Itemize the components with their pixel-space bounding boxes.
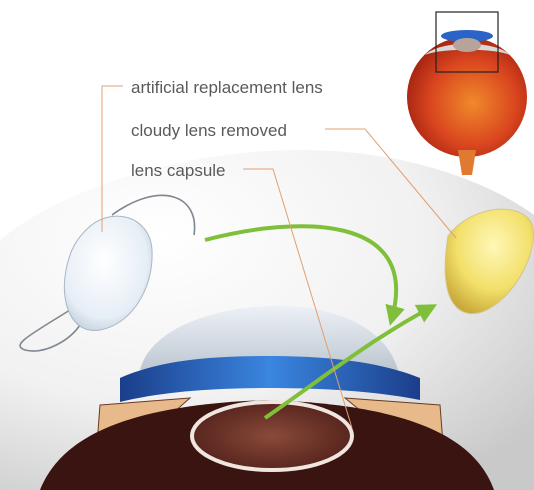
inset-eye (407, 12, 527, 175)
label-artificial-replacement-lens: artificial replacement lens (131, 79, 323, 96)
label-lens-capsule: lens capsule (131, 162, 226, 179)
optic-nerve (458, 150, 476, 175)
label-cloudy-lens-removed: cloudy lens removed (131, 122, 287, 139)
inset-eye-lens (453, 38, 481, 52)
